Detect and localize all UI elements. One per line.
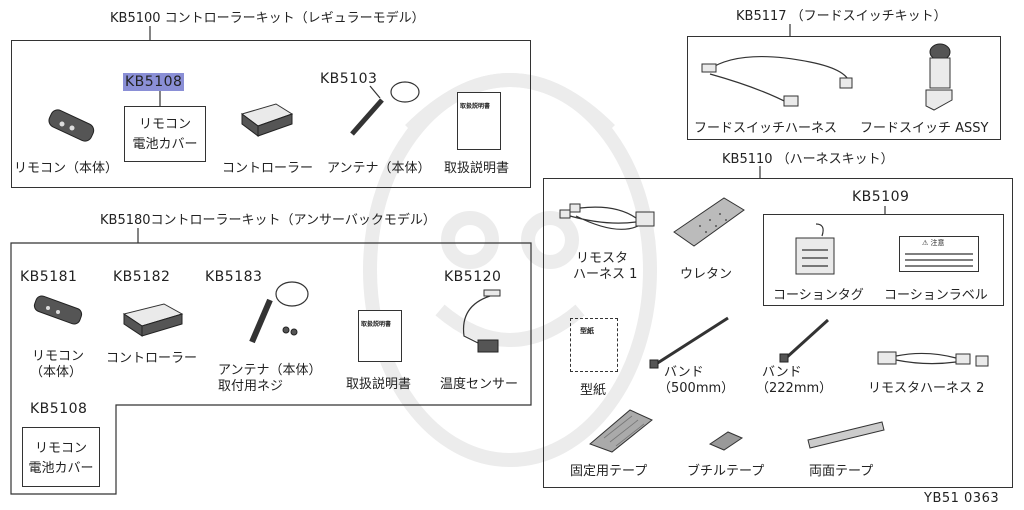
kb5109-code: KB5109 [852, 189, 910, 205]
caution-tag-label: コーションタグ [773, 288, 864, 303]
band-500-label-2: （500mm） [658, 381, 735, 396]
caution-tag-illustration [795, 223, 835, 275]
kb5108-leader [159, 91, 161, 106]
manual-label: 取扱説明書 [444, 161, 510, 176]
kb5181-code: KB5181 [20, 269, 78, 285]
antenna-label: アンテナ（本体） [327, 161, 431, 176]
template-cover-text: 型紙 [580, 327, 594, 335]
kit-answer-outline [10, 228, 532, 495]
kit-answer-title: KB5180コントローラーキット（アンサーバックモデル） [100, 213, 436, 228]
kit-harness-title: KB5110 （ハーネスキット） [722, 152, 894, 167]
kb5109-box [763, 214, 1004, 306]
butyl-tape-illustration [708, 431, 744, 451]
kb5109-leader [884, 206, 886, 214]
controller-label: コントローラー [222, 161, 314, 176]
double-tape-illustration [807, 421, 885, 449]
remosta-harness-2-label: リモスタハーネス 2 [868, 381, 985, 396]
kb5181-label-2: （本体） [30, 365, 83, 380]
band-500-label-1: バンド [664, 365, 704, 380]
urethane-label: ウレタン [680, 267, 733, 282]
urethane-illustration [673, 197, 745, 247]
kb5183-label-2: 取付用ネジ [218, 379, 284, 394]
kb5108-label-1: リモコン [138, 117, 191, 132]
remosta-harness-1-label-2: ハーネス 1 [573, 267, 638, 282]
kb5181-remote-illustration [33, 295, 83, 325]
hood-harness-label: フードスイッチハーネス [694, 121, 838, 136]
double-tape-label: 両面テープ [809, 464, 874, 479]
template-label: 型紙 [580, 383, 607, 398]
kb5108b-label-2: 電池カバー [28, 461, 94, 476]
kb5108-code-highlight: KB5108 [123, 73, 185, 91]
caution-label-lines [905, 253, 973, 267]
kit-main-leader [149, 26, 151, 40]
kit-hood-box [687, 36, 1001, 140]
antenna-illustration [350, 81, 420, 136]
fixing-tape-illustration [589, 409, 653, 453]
kb5120-code: KB5120 [444, 269, 502, 285]
remosta-harness-1-illustration [559, 203, 655, 230]
hood-switch-illustration [925, 43, 953, 111]
manual-cover-text: 取扱説明書 [460, 103, 491, 110]
kb5120-label: 温度センサー [440, 377, 519, 392]
kb5183-antenna-illustration [249, 281, 309, 344]
band-222-illustration [779, 318, 830, 363]
kb5103-code: KB5103 [320, 71, 378, 87]
kb5182-label: コントローラー [106, 351, 198, 366]
kit-harness-box [543, 178, 1013, 488]
kb5108-box [124, 106, 206, 162]
band-500-illustration [649, 316, 729, 369]
kb5182-controller-illustration [122, 303, 184, 337]
remosta-harness-1-label-1: リモスタ [576, 251, 629, 266]
kb5183-code: KB5183 [205, 269, 263, 285]
kit-main-box [11, 40, 531, 188]
remote-illustration [48, 109, 95, 142]
butyl-tape-label: ブチルテープ [687, 464, 765, 479]
kit-hood-leader [789, 24, 791, 36]
caution-label-header: ⚠ 注意 [922, 239, 945, 247]
kb5183-label-1: アンテナ（本体） [218, 363, 322, 378]
temp-sensor-illustration [462, 289, 501, 353]
kit-hood-title: KB5117 （フードスイッチキット） [736, 9, 947, 24]
band-222-label-2: （222mm） [756, 381, 833, 396]
kb5108b-code: KB5108 [30, 401, 88, 417]
template-sheet [570, 318, 618, 372]
kb5181-label-1: リモコン [32, 349, 85, 364]
remote-label: リモコン（本体） [14, 161, 119, 176]
figure-id: YB51 0363 [924, 491, 1000, 506]
kb5108b-box [22, 427, 100, 487]
hood-harness-illustration [701, 55, 853, 107]
band-222-label-1: バンド [762, 365, 802, 380]
caution-label-label: コーションラベル [884, 288, 988, 303]
kb5182-code: KB5182 [113, 269, 171, 285]
hood-switch-label: フードスイッチ ASSY [860, 121, 989, 136]
kit-harness-leader [759, 166, 761, 178]
watermark-logo [363, 73, 657, 467]
kb5108-label-2: 電池カバー [132, 137, 198, 152]
kb5108b-label-1: リモコン [34, 441, 87, 456]
manual-booklet [457, 92, 501, 150]
controller-illustration [240, 103, 294, 137]
kit-main-title: KB5100 コントローラーキット（レギュラーモデル） [110, 11, 425, 26]
answer-manual-label: 取扱説明書 [346, 377, 412, 392]
answer-manual-cover-text: 取扱説明書 [361, 321, 392, 328]
fixing-tape-label: 固定用テープ [570, 464, 648, 479]
answer-manual-booklet [358, 310, 402, 362]
remosta-harness-2-illustration [877, 351, 989, 367]
